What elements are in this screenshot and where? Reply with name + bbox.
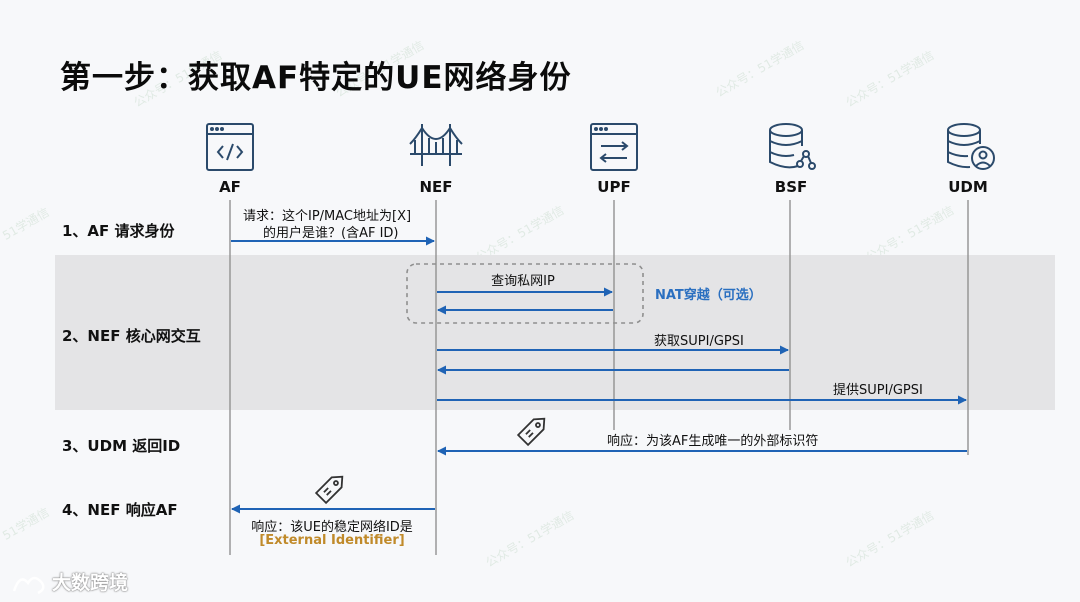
step-label-1: 1、AF 请求身份 xyxy=(62,222,175,240)
page-title: 第一步：获取AF特定的UE网络身份 xyxy=(60,60,572,96)
actor-label-af: AF xyxy=(219,178,241,196)
request-message-line2: 的用户是谁？(含AF ID) xyxy=(263,226,399,241)
step-label-2: 2、NEF 核心网交互 xyxy=(62,327,201,345)
database-network-icon xyxy=(769,123,816,170)
external-identifier-label: [External Identifier] xyxy=(259,533,405,548)
udm-response-label: 响应：为该AF生成唯一的外部标识符 xyxy=(607,434,819,449)
actor-label-udm: UDM xyxy=(948,178,988,196)
tag-icon xyxy=(516,417,546,447)
provide-supi-label: 提供SUPI/GPSI xyxy=(833,383,923,398)
logo-text: 大数跨境 xyxy=(52,572,129,594)
code-window-icon xyxy=(206,123,254,171)
query-private-ip-label: 查询私网IP xyxy=(491,274,555,289)
nat-traversal-label: NAT穿越（可选） xyxy=(655,288,762,303)
exchange-window-icon xyxy=(590,123,638,171)
nef-response-line1: 响应：该UE的稳定网络ID是 xyxy=(251,520,413,535)
core-network-interaction-band xyxy=(55,255,1055,410)
get-supi-label: 获取SUPI/GPSI xyxy=(654,334,744,349)
actor-label-bsf: BSF xyxy=(774,178,808,196)
bridge-icon xyxy=(409,124,463,166)
tag-icon xyxy=(314,475,344,505)
logo-mark xyxy=(12,576,45,595)
database-user-icon xyxy=(947,123,995,170)
actor-label-upf: UPF xyxy=(597,178,631,196)
actor-label-nef: NEF xyxy=(419,178,453,196)
step-label-3: 3、UDM 返回ID xyxy=(62,437,181,455)
request-message-line1: 请求：这个IP/MAC地址为[X] xyxy=(243,209,412,224)
step-label-4: 4、NEF 响应AF xyxy=(62,501,178,519)
nat-traversal-box xyxy=(406,263,644,324)
